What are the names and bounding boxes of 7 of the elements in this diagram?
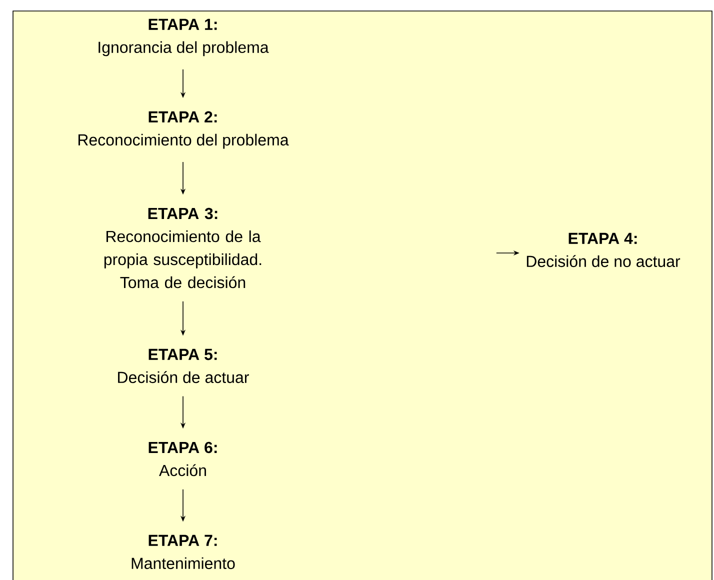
stage-text: ETAPA 2: Reconocimiento del problema xyxy=(78,111,289,149)
stage-text: ETAPA 7: Mantenimiento xyxy=(132,534,235,570)
stage-text: ETAPA 5: Decisión de actuar xyxy=(118,348,249,384)
stage-text: ETAPA 6: Acción xyxy=(148,442,217,476)
stage-text: ETAPA 3: Reconocimiento de la propia susceptibilidad. Toma de decisión xyxy=(104,208,262,288)
stage-text: ETAPA 4: Decisión de no actuar xyxy=(526,232,680,268)
stage-text: ETAPA 1: Ignorancia del problema xyxy=(98,18,269,56)
